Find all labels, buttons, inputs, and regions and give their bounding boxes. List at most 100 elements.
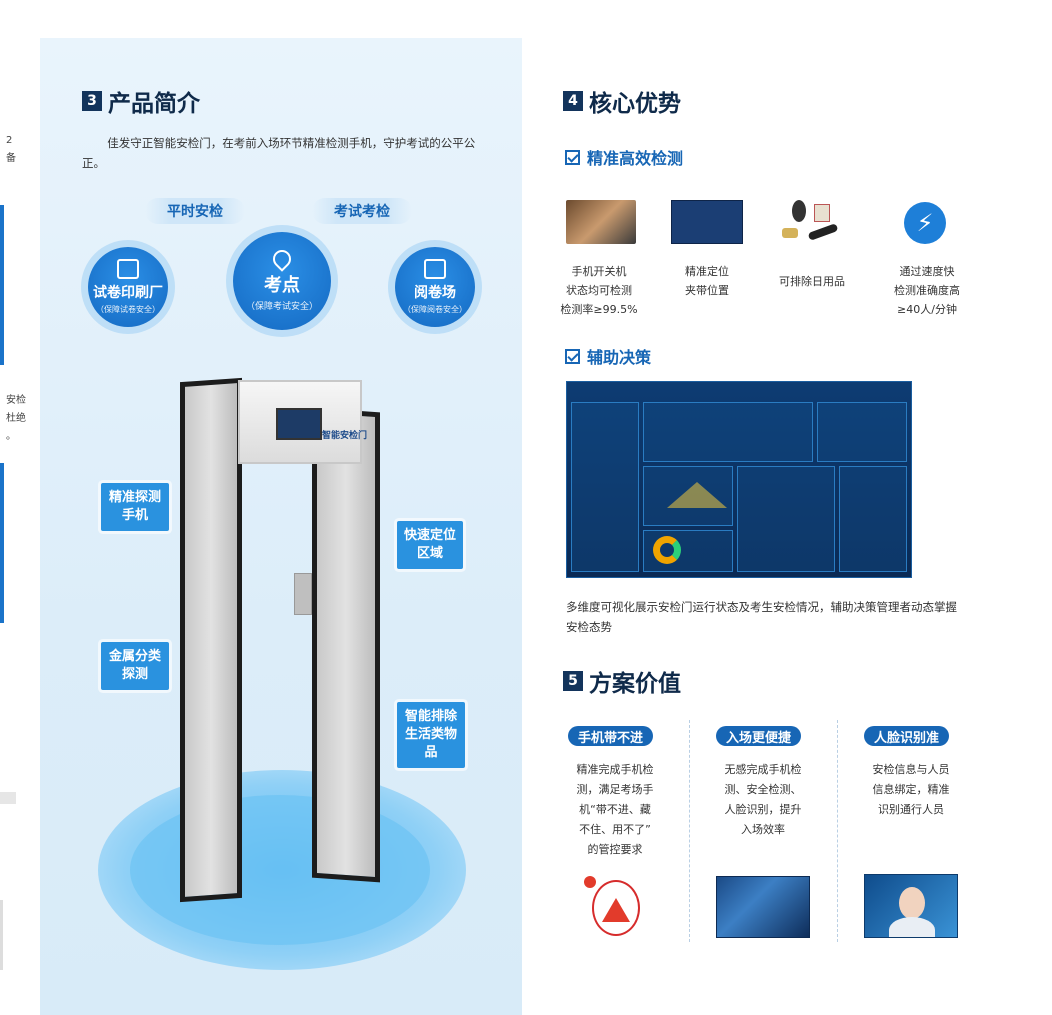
edge-grey-bar [0,792,16,804]
gate-left-pillar [180,377,242,903]
precise-detection-heading: 精准高效检测 [565,145,683,169]
feature-line: 可排除日用品 [779,275,845,288]
callout-line: 精准探测 [108,490,161,505]
edge-grey-line [0,900,3,970]
feature-speed: 通过速度快 检测准确度高 ≥40人/分钟 [880,262,974,319]
section-title: 方案价值 [589,671,681,697]
callout-exclude-items: 智能排除 生活类物品 [397,702,465,768]
feature-line: 手机开关机 [571,265,627,278]
section-number: 3 [82,91,102,111]
subsection-title: 精准高效检测 [587,149,684,168]
value-line: 测、安全检测、 [724,783,802,796]
scene-circle-marking: 阅卷场 （保障阅卷安全） [395,247,475,327]
section-title: 核心优势 [589,91,681,117]
section-title: 产品简介 [108,91,200,117]
phone-hand-photo [566,200,636,244]
value-line: 入场效率 [741,823,785,836]
value-line: 人脸识别，提升 [724,803,802,816]
value-line: 的管控要求 [587,843,643,856]
value-line: 信息绑定，精准 [872,783,950,796]
face-photo [864,874,958,938]
entry-screen-photo [716,876,810,938]
feature-line: ≥40人/分钟 [897,303,957,316]
checkbox-icon [565,149,580,165]
feature-line: 检测率≥99.5% [560,303,638,316]
edge-text: 2 [6,135,13,146]
feature-line: 夹带位置 [685,284,729,297]
gate-keypad [294,573,312,615]
scene-pill-daily: 平时安检 [145,198,245,224]
scene-circle-print: 试卷印刷厂 （保障试卷安全） [88,247,168,327]
value-line: 测，满足考场手 [576,783,654,796]
callout-line: 探测 [121,667,148,682]
callout-detect-phone: 精准探测 手机 [101,483,169,531]
section-number: 4 [563,91,583,111]
gate-top-unit [238,380,362,464]
callout-line: 快速定位 [403,528,456,543]
column-divider [837,720,838,942]
gate-screen [276,408,322,440]
feature-detect-rate: 手机开关机 状态均可检测 检测率≥99.5% [552,262,646,319]
edge-text: 备 [6,153,16,164]
left-edge-fragment: 2 备 安检 杜绝 。 [0,0,40,1015]
scene-name: 考点 [264,275,300,296]
value-line: 不住、用不了” [579,823,651,836]
value-line: 机“带不进、藏 [579,803,651,816]
solution-value-heading: 5 方案价值 [563,664,681,698]
printer-icon [117,259,139,279]
location-pin-icon [269,246,295,272]
warning-phone-icon [580,876,648,940]
monitor-icon [424,259,446,279]
dashboard-description: 多维度可视化展示安检门运行状态及考生安检情况，辅助决策管理者动态掌握安检态势 [566,600,957,634]
callout-line: 区域 [416,546,443,561]
daily-items-photo [780,198,842,244]
scene-pill-exam: 考试考检 [312,198,412,224]
feature-line: 通过速度快 [899,265,955,278]
edge-blue-strip [0,205,4,365]
area-chart-shape [667,482,727,508]
value-line: 安检信息与人员 [872,763,950,776]
callout-line: 生活类物品 [404,727,457,760]
callout-locate-area: 快速定位 区域 [397,521,463,569]
core-advantages-heading: 4 核心优势 [563,84,681,118]
product-description: 佳发守正智能安检门，在考前入场环节精准检测手机，守护考试的公平公正。 [82,136,476,170]
column-divider [689,720,690,942]
scene-sub: （保障试卷安全） [96,305,160,314]
gate-right-pillar [312,407,380,883]
dashboard-panel [817,402,907,462]
gate-screen-photo [671,200,743,244]
value-line: 精准完成手机检 [576,763,654,776]
dashboard-panel [643,402,813,462]
edge-text: 安检 [6,395,26,406]
value-line: 无感完成手机检 [724,763,802,776]
feature-line: 检测准确度高 [894,284,960,297]
dashboard-screenshot [566,381,912,578]
section-number: 5 [563,671,583,691]
callout-metal-classify: 金属分类 探测 [101,642,169,690]
edge-blue-strip [0,463,4,623]
scene-circle-exam: 考点 （保障考试安全） [233,232,331,330]
subsection-title: 辅助决策 [587,348,652,367]
value-line: 识别通行人员 [878,803,944,816]
dashboard-panel [737,466,835,572]
edge-text: 。 [6,431,16,442]
value-tag-phone: 手机带不进 [568,726,654,746]
gate-platform-inner [130,795,430,945]
scene-sub: （保障考试安全） [245,302,318,312]
value-text-face: 安检信息与人员 信息绑定，精准 识别通行人员 [856,760,966,820]
product-intro-heading: 3 产品简介 [82,84,200,118]
feature-line: 精准定位 [685,265,729,278]
value-text-entry: 无感完成手机检 测、安全检测、 人脸识别，提升 入场效率 [708,760,818,840]
scene-name: 试卷印刷厂 [93,285,163,301]
feature-locate: 精准定位 夹带位置 [660,262,754,300]
checkbox-icon [565,348,580,364]
value-tag-entry: 入场更便捷 [716,726,802,746]
donut-chart-shape [653,536,681,564]
feature-exclude: 可排除日用品 [765,272,859,291]
gate-label: 智能安检门 [322,431,368,441]
scene-name: 阅卷场 [414,285,456,301]
lightning-icon: ⚡ [904,202,946,244]
feature-line: 状态均可检测 [566,284,632,297]
scene-sub: （保障阅卷安全） [403,305,467,314]
edge-text: 杜绝 [6,413,26,424]
